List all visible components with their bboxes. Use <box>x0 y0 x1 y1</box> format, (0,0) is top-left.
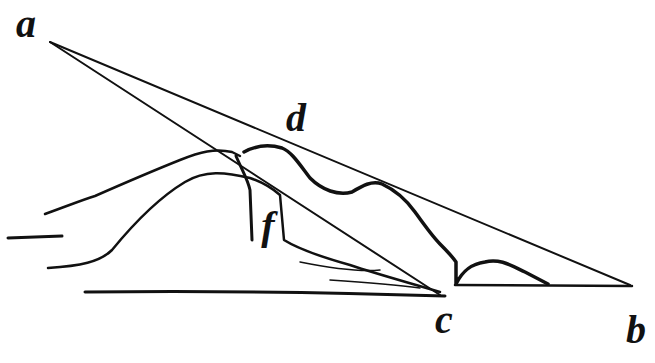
left-dash <box>8 236 62 238</box>
point-letter: a <box>16 4 36 44</box>
ground-line <box>85 292 445 297</box>
point-letter: b <box>626 310 646 350</box>
inner-ridge <box>236 156 252 240</box>
sight-line-ac <box>50 42 440 295</box>
ground-line-right <box>455 285 632 286</box>
sight-line-ab <box>50 42 630 285</box>
point-letter: c <box>435 300 453 340</box>
front-hill <box>48 173 440 292</box>
ridge-shading <box>300 262 420 288</box>
point-letter: d <box>286 98 306 138</box>
point-letter: f <box>261 206 274 246</box>
ridge-line <box>244 146 548 284</box>
back-hill <box>45 150 240 214</box>
